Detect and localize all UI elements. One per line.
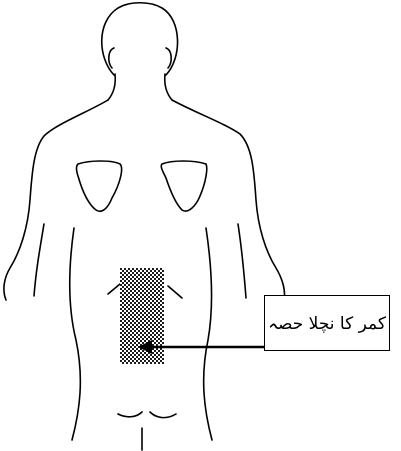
neck-right — [165, 74, 172, 100]
left-shoulder-blade — [77, 161, 122, 211]
head-outline — [102, 3, 178, 75]
right-shoulder-blade — [161, 161, 207, 211]
left-buttock-crease — [118, 412, 142, 417]
right-ear-outline — [166, 48, 171, 68]
right-arm-inner — [238, 224, 246, 298]
left-ear-outline — [109, 48, 114, 68]
right-buttock-crease — [150, 412, 176, 418]
left-lumbar-mark — [108, 284, 120, 294]
left-waist — [70, 228, 81, 440]
left-arm-inner — [34, 224, 44, 296]
callout-box: کمر کا نچلا حصہ — [264, 295, 390, 351]
right-torso-outline — [172, 100, 285, 300]
left-torso-outline — [4, 100, 108, 300]
callout-label: کمر کا نچلا حصہ — [268, 313, 386, 334]
right-lumbar-mark — [168, 286, 182, 298]
neck-left — [108, 74, 115, 100]
lower-back-highlight — [120, 268, 164, 364]
right-waist — [204, 228, 212, 440]
